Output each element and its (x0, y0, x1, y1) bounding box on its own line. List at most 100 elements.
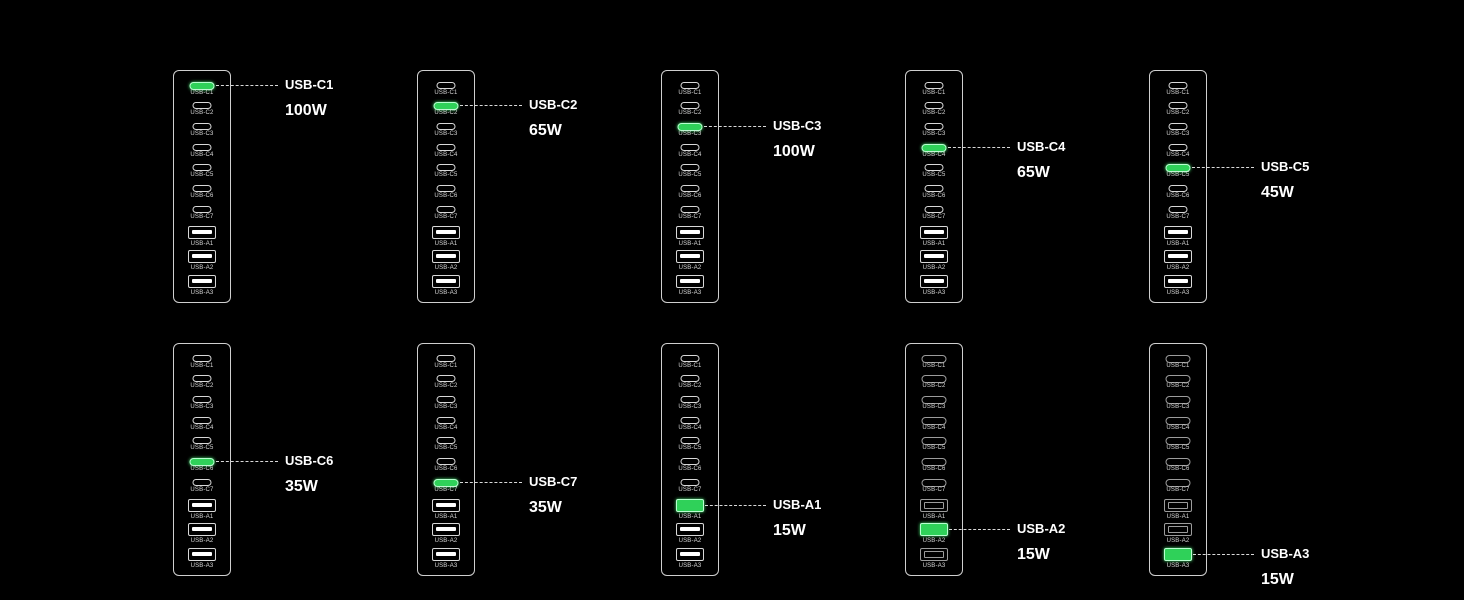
leader-line (948, 147, 1010, 148)
port-label: USB-C7 (922, 214, 946, 220)
port-label: USB-C3 (190, 404, 214, 410)
port-label: USB-C7 (190, 487, 214, 493)
port-label: USB-A3 (922, 563, 946, 569)
port-label: USB-C5 (1166, 172, 1190, 178)
port-label: USB-C5 (190, 172, 214, 178)
usb-c-slot-icon (924, 185, 944, 192)
usb-a-slot-icon (1164, 275, 1192, 288)
port-label: USB-C5 (922, 172, 946, 178)
port-label: USB-C2 (434, 383, 458, 389)
usb-c-slot-icon (924, 123, 944, 130)
port-label: USB-A1 (190, 514, 214, 520)
usb-a-slot-icon (676, 226, 704, 239)
port-label: USB-A2 (190, 265, 214, 271)
port-label: USB-A1 (678, 241, 702, 247)
usb-c-slot-icon (1168, 185, 1188, 192)
port-label: USB-C3 (434, 404, 458, 410)
port-label: USB-C5 (434, 445, 458, 451)
usb-c-slot-icon (924, 206, 944, 213)
usb-a-slot-icon (188, 275, 216, 288)
port-label: USB-C6 (1166, 466, 1190, 472)
port-label: USB-C1 (434, 363, 458, 369)
usb-c-slot-icon (436, 123, 456, 130)
port-label: USB-A2 (1166, 265, 1190, 271)
port-label: USB-C1 (678, 363, 702, 369)
usb-c-slot-icon (924, 164, 944, 171)
port-label: USB-C5 (190, 445, 214, 451)
port-label: USB-C7 (190, 214, 214, 220)
usb-c-slot-icon (680, 375, 700, 382)
port-label: USB-A2 (190, 538, 214, 544)
usb-c-slot-icon (680, 82, 700, 89)
usb-c-slot-icon (192, 355, 212, 362)
leader-line (705, 505, 766, 506)
callout-port-name: USB-A3 (1261, 546, 1310, 561)
port-callout: USB-C2 65W (529, 97, 577, 140)
usb-a-slot-icon (676, 523, 704, 536)
port-label: USB-C1 (1166, 90, 1190, 96)
port-label: USB-C1 (190, 90, 214, 96)
port-label: USB-A3 (1166, 290, 1190, 296)
usb-c-slot-icon (680, 355, 700, 362)
port-label: USB-A3 (190, 563, 214, 569)
leader-line (216, 85, 278, 86)
port-label: USB-A3 (190, 290, 214, 296)
usb-c-slot-icon (921, 417, 947, 425)
usb-a-slot-icon (432, 523, 460, 536)
usb-c-slot-icon (436, 437, 456, 444)
usb-c-slot-icon (680, 458, 700, 465)
port-callout: USB-A3 15W (1261, 546, 1309, 589)
port-label: USB-C3 (1166, 131, 1190, 137)
usb-c-slot-icon (436, 458, 456, 465)
usb-c-slot-icon (1165, 396, 1191, 404)
usb-c-slot-icon (1165, 437, 1191, 445)
usb-c-slot-icon (680, 206, 700, 213)
port-label: USB-A3 (1166, 563, 1190, 569)
port-label: USB-A1 (922, 514, 946, 520)
callout-power: 15W (1261, 571, 1294, 588)
usb-c-slot-icon (436, 185, 456, 192)
usb-c-slot-icon (680, 437, 700, 444)
port-label: USB-C2 (1166, 383, 1190, 389)
port-label: USB-C7 (678, 214, 702, 220)
port-label: USB-A3 (434, 290, 458, 296)
usb-c-slot-icon (921, 355, 947, 363)
usb-a-slot-icon (676, 275, 704, 288)
usb-c-slot-icon (436, 396, 456, 403)
usb-c-slot-icon (677, 123, 703, 131)
usb-a-slot-icon (188, 250, 216, 263)
usb-c-slot-icon (436, 164, 456, 171)
port-label: USB-A2 (922, 538, 946, 544)
usb-c-slot-icon (1168, 144, 1188, 151)
port-label: USB-C3 (1166, 404, 1190, 410)
port-label: USB-C1 (1166, 363, 1190, 369)
usb-c-slot-icon (1165, 417, 1191, 425)
port-label: USB-C5 (922, 445, 946, 451)
callout-power: 15W (1017, 546, 1050, 563)
usb-a-slot-icon (920, 226, 948, 239)
usb-a-slot-icon (432, 275, 460, 288)
usb-c-slot-icon (680, 144, 700, 151)
port-label: USB-C3 (434, 131, 458, 137)
port-label: USB-A3 (678, 290, 702, 296)
port-label: USB-A3 (922, 290, 946, 296)
callout-port-name: USB-C2 (529, 97, 578, 112)
callout-power: 35W (529, 499, 562, 516)
port-label: USB-C4 (922, 152, 946, 158)
port-label: USB-C7 (434, 487, 458, 493)
usb-c-slot-icon (1165, 479, 1191, 487)
usb-c-slot-icon (1165, 458, 1191, 466)
usb-c-slot-icon (433, 479, 459, 487)
callout-power: 65W (529, 122, 562, 139)
callout-power: 100W (773, 143, 815, 160)
usb-c-slot-icon (1165, 164, 1191, 172)
usb-a-slot-icon (920, 499, 948, 512)
port-label: USB-A1 (678, 514, 702, 520)
port-label: USB-C7 (1166, 214, 1190, 220)
port-label: USB-C5 (678, 172, 702, 178)
